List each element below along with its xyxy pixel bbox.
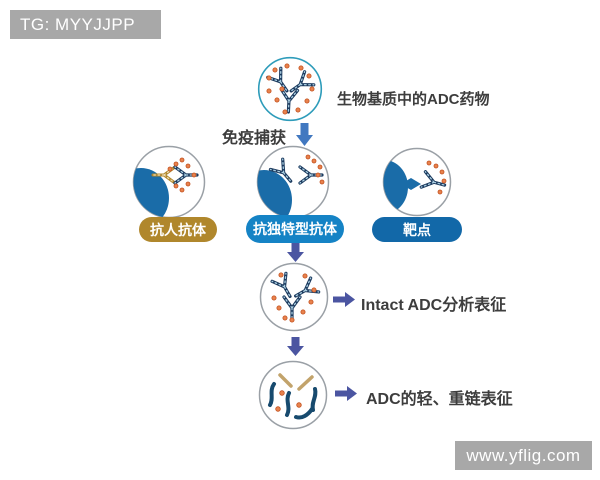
payload-dots-icon (305, 154, 325, 185)
anti-idiotype-capture-circle-icon (256, 145, 330, 219)
capture-bead-icon (383, 160, 408, 214)
down-arrow-icon (296, 123, 313, 146)
target-antigen-icon (401, 178, 421, 190)
badge-target: 靶点 (372, 217, 462, 242)
sample-label: 生物基质中的ADC药物 (337, 91, 490, 108)
anti-human-capture-circle-icon (132, 145, 206, 219)
payload-dots-icon (167, 157, 197, 193)
right-arrow-icon (333, 292, 355, 307)
payload-dots-icon (266, 63, 315, 115)
target-capture-circle-icon (382, 147, 452, 217)
badge-anti-human-antibody: 抗人抗体 (139, 217, 217, 242)
chains-circle-icon (258, 360, 328, 430)
badge-anti-idiotype-antibody: 抗独特型抗体 (246, 215, 344, 243)
chains-step-label: ADC的轻、重链表征 (366, 391, 513, 408)
capture-bead-icon (133, 168, 169, 218)
anti-idiotype-antibody-icon (268, 157, 293, 183)
payload-dots-icon (275, 390, 302, 412)
intact-adc-circle-icon (259, 262, 329, 332)
payload-dots-icon (426, 160, 447, 195)
payload-dots-icon (271, 272, 317, 323)
heavy-chain-icon (268, 382, 318, 420)
down-arrow-icon (287, 243, 304, 262)
light-chain-icon (278, 373, 314, 391)
adc-antibody-icon (270, 271, 321, 321)
tg-watermark: TG: MYYJJPP (10, 10, 161, 39)
site-watermark: www.yflig.com (455, 441, 592, 470)
immune-capture-label: 免疫捕获 (222, 130, 287, 147)
adc-antibody-icon (419, 170, 447, 189)
adc-sample-circle-icon (257, 56, 323, 122)
adc-antibody-icon (266, 66, 316, 114)
right-arrow-icon (335, 386, 357, 401)
down-arrow-icon (287, 337, 304, 356)
intact-adc-step-label: Intact ADC分析表征 (361, 297, 507, 314)
